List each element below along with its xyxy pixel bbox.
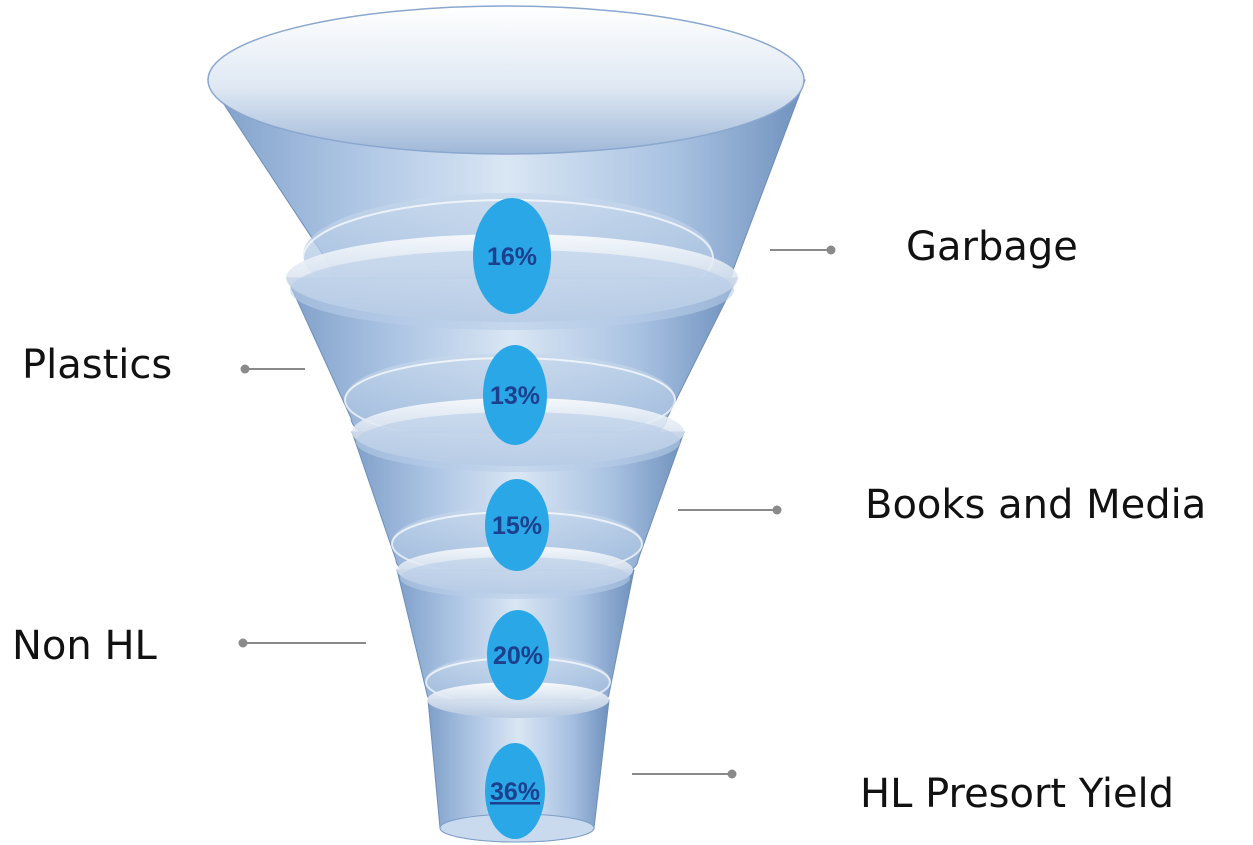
badge-ellipse — [485, 479, 549, 571]
percentage-badge: 36% — [485, 743, 545, 839]
stage-label-plastics: Plastics — [22, 342, 172, 388]
connector-dot — [772, 505, 782, 515]
percentage-badge: 15% — [485, 479, 549, 571]
badge-ellipse — [487, 610, 549, 700]
connector-dot — [238, 638, 248, 648]
funnel-segment-5 — [427, 682, 610, 843]
percentage-value: 20% — [493, 642, 543, 670]
stage-label-books-and-media: Books and Media — [865, 482, 1206, 528]
connector-line — [678, 505, 782, 515]
percentage-badge: 16% — [473, 198, 551, 314]
percentage-value: 13% — [490, 382, 540, 410]
connector-dot — [240, 364, 250, 374]
stage-label-hl-presort-yield: HL Presort Yield — [860, 771, 1174, 817]
stage-label-garbage: Garbage — [906, 224, 1078, 270]
badge-ellipse — [485, 743, 545, 839]
badge-ellipse — [483, 345, 547, 445]
percentage-value: 36% — [490, 778, 540, 806]
connector-line — [238, 638, 366, 648]
badge-ellipse — [473, 198, 551, 314]
stage-label-non-hl: Non HL — [12, 623, 158, 669]
connector-line — [632, 769, 737, 779]
connector-dot — [826, 245, 836, 255]
percentage-value: 15% — [492, 512, 542, 540]
connector-dot — [727, 769, 737, 779]
connector-line — [240, 364, 305, 374]
percentage-value: 16% — [487, 243, 537, 271]
percentage-badge: 20% — [487, 610, 549, 700]
percentage-badge: 13% — [483, 345, 547, 445]
connector-line — [770, 245, 836, 255]
